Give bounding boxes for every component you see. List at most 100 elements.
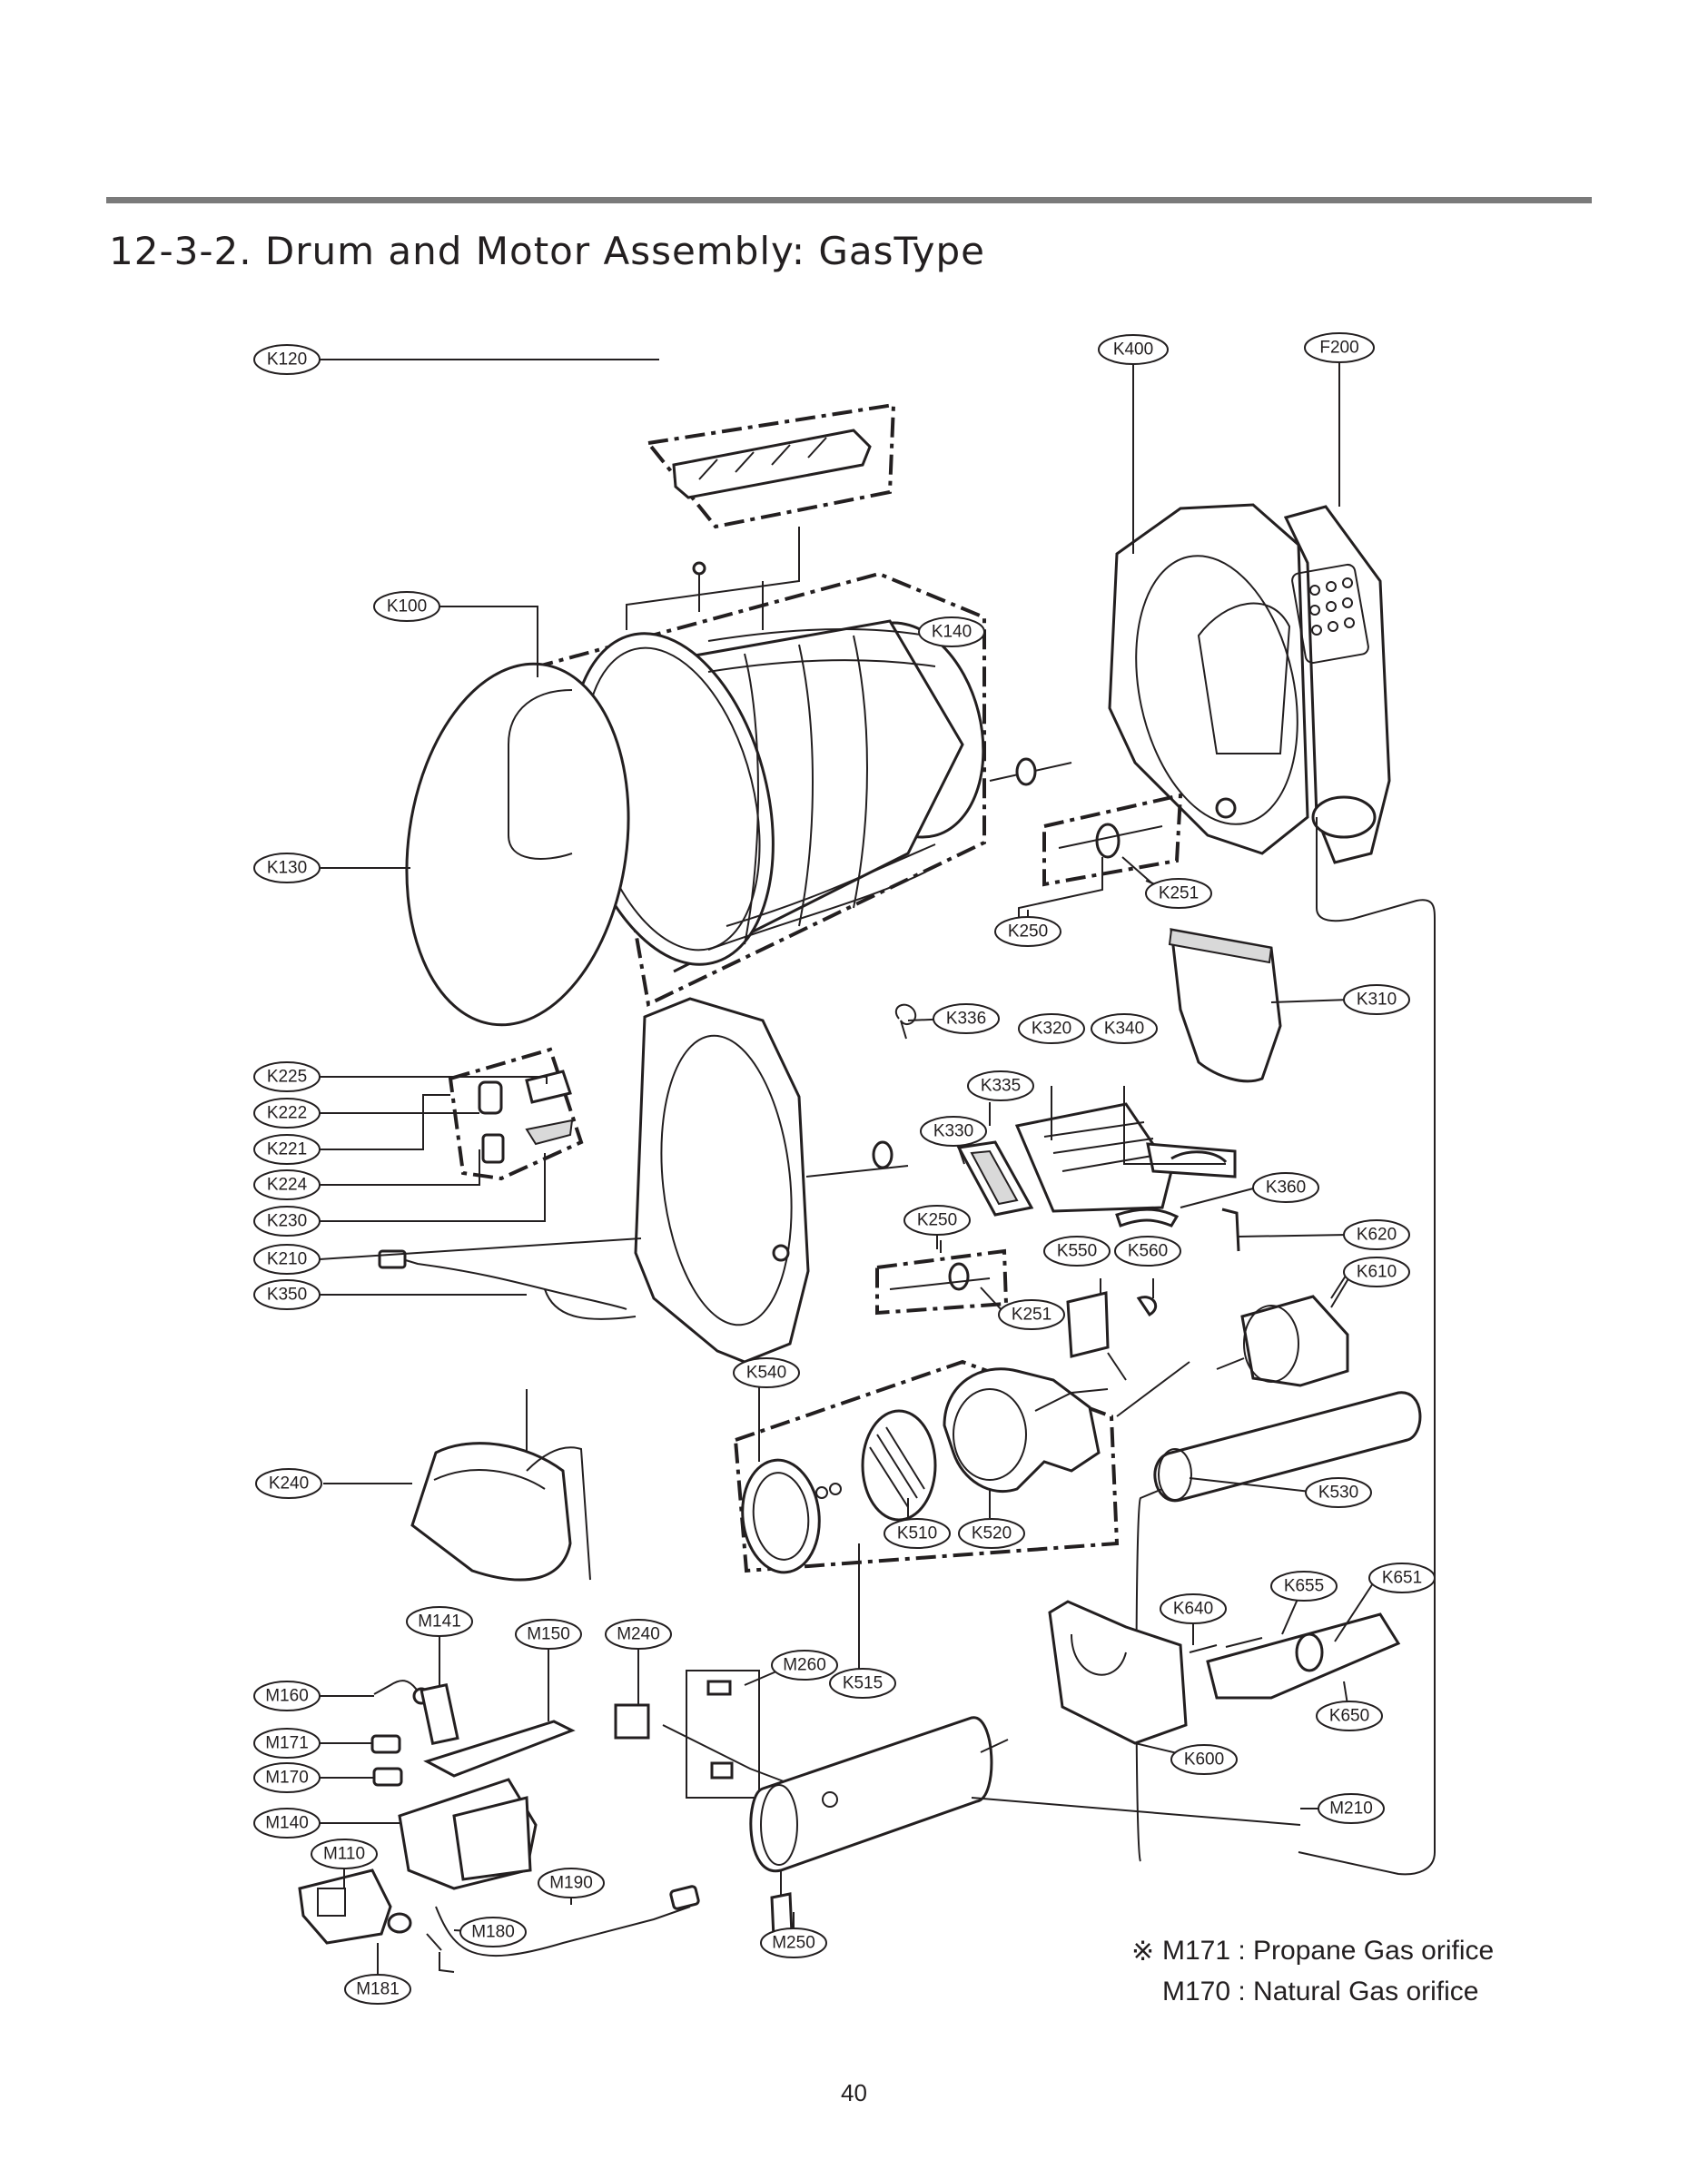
- svg-text:K655: K655: [1284, 1577, 1324, 1596]
- svg-text:M141: M141: [418, 1612, 461, 1632]
- callout-k510: K510: [884, 1518, 951, 1549]
- callout-k120: K120: [253, 344, 321, 375]
- svg-text:K100: K100: [387, 597, 427, 616]
- callout-k335: K335: [967, 1070, 1034, 1101]
- svg-text:K230: K230: [267, 1212, 307, 1231]
- callout-k251-middle: K251: [998, 1299, 1065, 1330]
- svg-text:K251: K251: [1012, 1306, 1051, 1325]
- callout-k100: K100: [373, 591, 440, 622]
- page-number: 40: [841, 2079, 867, 2106]
- svg-text:K221: K221: [267, 1140, 307, 1159]
- callout-k140: K140: [918, 616, 985, 647]
- svg-text:K600: K600: [1184, 1750, 1224, 1770]
- callout-m150: M150: [515, 1619, 582, 1650]
- callout-m171: M171: [253, 1728, 321, 1759]
- callout-k210: K210: [253, 1244, 321, 1275]
- callout-k651: K651: [1368, 1563, 1436, 1593]
- callout-k222: K222: [253, 1098, 321, 1129]
- callout-k350: K350: [253, 1279, 321, 1310]
- orifice-note-natural: M170 : Natural Gas orifice: [1162, 1977, 1479, 2006]
- callout-k550: K550: [1043, 1236, 1111, 1267]
- svg-text:K250: K250: [917, 1211, 957, 1230]
- header-rule: [106, 197, 1592, 203]
- svg-text:K400: K400: [1113, 340, 1153, 360]
- callout-k130: K130: [253, 853, 321, 883]
- callout-k560: K560: [1114, 1236, 1181, 1267]
- svg-text:K350: K350: [267, 1286, 307, 1305]
- callout-k515: K515: [829, 1668, 896, 1699]
- callout-k340: K340: [1091, 1013, 1158, 1044]
- callout-k360: K360: [1252, 1172, 1319, 1203]
- callout-m110: M110: [311, 1839, 378, 1869]
- svg-text:K340: K340: [1104, 1020, 1144, 1039]
- callout-m210: M210: [1318, 1793, 1385, 1824]
- callout-k520: K520: [958, 1518, 1025, 1549]
- svg-text:M180: M180: [471, 1923, 515, 1942]
- svg-text:K320: K320: [1032, 1020, 1071, 1039]
- svg-text:K520: K520: [972, 1524, 1012, 1543]
- svg-text:M260: M260: [783, 1656, 826, 1675]
- svg-text:K130: K130: [267, 859, 307, 878]
- callout-m181: M181: [344, 1974, 411, 2005]
- svg-text:M160: M160: [265, 1687, 309, 1706]
- svg-text:K651: K651: [1382, 1569, 1422, 1588]
- orifice-note-symbol: ※: [1131, 1937, 1155, 1967]
- callout-k655: K655: [1270, 1571, 1338, 1602]
- svg-text:K540: K540: [746, 1364, 786, 1383]
- callout-k225: K225: [253, 1061, 321, 1092]
- svg-text:M171: M171: [265, 1734, 309, 1753]
- callout-m141: M141: [406, 1606, 473, 1637]
- svg-text:K620: K620: [1357, 1226, 1397, 1245]
- svg-text:M250: M250: [772, 1934, 815, 1953]
- svg-text:K250: K250: [1008, 922, 1048, 942]
- svg-text:M170: M170: [265, 1769, 309, 1788]
- svg-text:K120: K120: [267, 350, 307, 370]
- callout-m190: M190: [538, 1868, 605, 1898]
- callout-k250-upper: K250: [994, 916, 1061, 947]
- svg-text:K330: K330: [933, 1122, 973, 1141]
- callout-k540: K540: [733, 1357, 800, 1388]
- svg-text:K560: K560: [1128, 1242, 1168, 1261]
- callout-k610: K610: [1343, 1257, 1410, 1287]
- svg-text:M181: M181: [356, 1980, 400, 1999]
- callout-k221: K221: [253, 1134, 321, 1165]
- callout-k330: K330: [920, 1116, 987, 1147]
- callout-k600: K600: [1170, 1744, 1238, 1775]
- callout-k320: K320: [1018, 1013, 1085, 1044]
- svg-text:K210: K210: [267, 1250, 307, 1269]
- callout-k620: K620: [1343, 1219, 1410, 1250]
- svg-text:K335: K335: [981, 1077, 1021, 1096]
- svg-text:K550: K550: [1057, 1242, 1097, 1261]
- callout-k530: K530: [1305, 1477, 1372, 1508]
- callout-m170: M170: [253, 1762, 321, 1793]
- svg-text:K251: K251: [1159, 884, 1199, 903]
- callout-k224: K224: [253, 1169, 321, 1200]
- parts-artwork: [298, 402, 1436, 1973]
- callout-k250-middle: K250: [903, 1205, 971, 1236]
- svg-text:K360: K360: [1266, 1178, 1306, 1198]
- callout-m160: M160: [253, 1681, 321, 1711]
- callout-k251-upper: K251: [1145, 878, 1212, 909]
- svg-text:M150: M150: [527, 1625, 570, 1644]
- svg-text:K240: K240: [269, 1474, 309, 1494]
- callout-f200: F200: [1304, 332, 1375, 363]
- page-title: 12-3-2. Drum and Motor Assembly: GasType: [109, 229, 985, 273]
- svg-text:K610: K610: [1357, 1263, 1397, 1282]
- callout-m180: M180: [459, 1917, 527, 1947]
- callout-m240: M240: [605, 1619, 672, 1650]
- svg-text:K510: K510: [897, 1524, 937, 1543]
- svg-text:M240: M240: [617, 1625, 660, 1644]
- orifice-note-propane: M171 : Propane Gas orifice: [1162, 1936, 1495, 1966]
- callout-k336: K336: [933, 1003, 1000, 1034]
- callout-k310: K310: [1343, 984, 1410, 1015]
- callout-k400: K400: [1098, 334, 1169, 365]
- svg-text:K650: K650: [1329, 1707, 1369, 1726]
- svg-text:K336: K336: [946, 1010, 986, 1029]
- svg-text:M110: M110: [323, 1845, 365, 1864]
- svg-text:M140: M140: [265, 1814, 309, 1833]
- callout-k650: K650: [1316, 1701, 1383, 1731]
- callout-m140: M140: [253, 1808, 321, 1839]
- callout-m250: M250: [760, 1928, 827, 1958]
- svg-text:K140: K140: [932, 623, 972, 642]
